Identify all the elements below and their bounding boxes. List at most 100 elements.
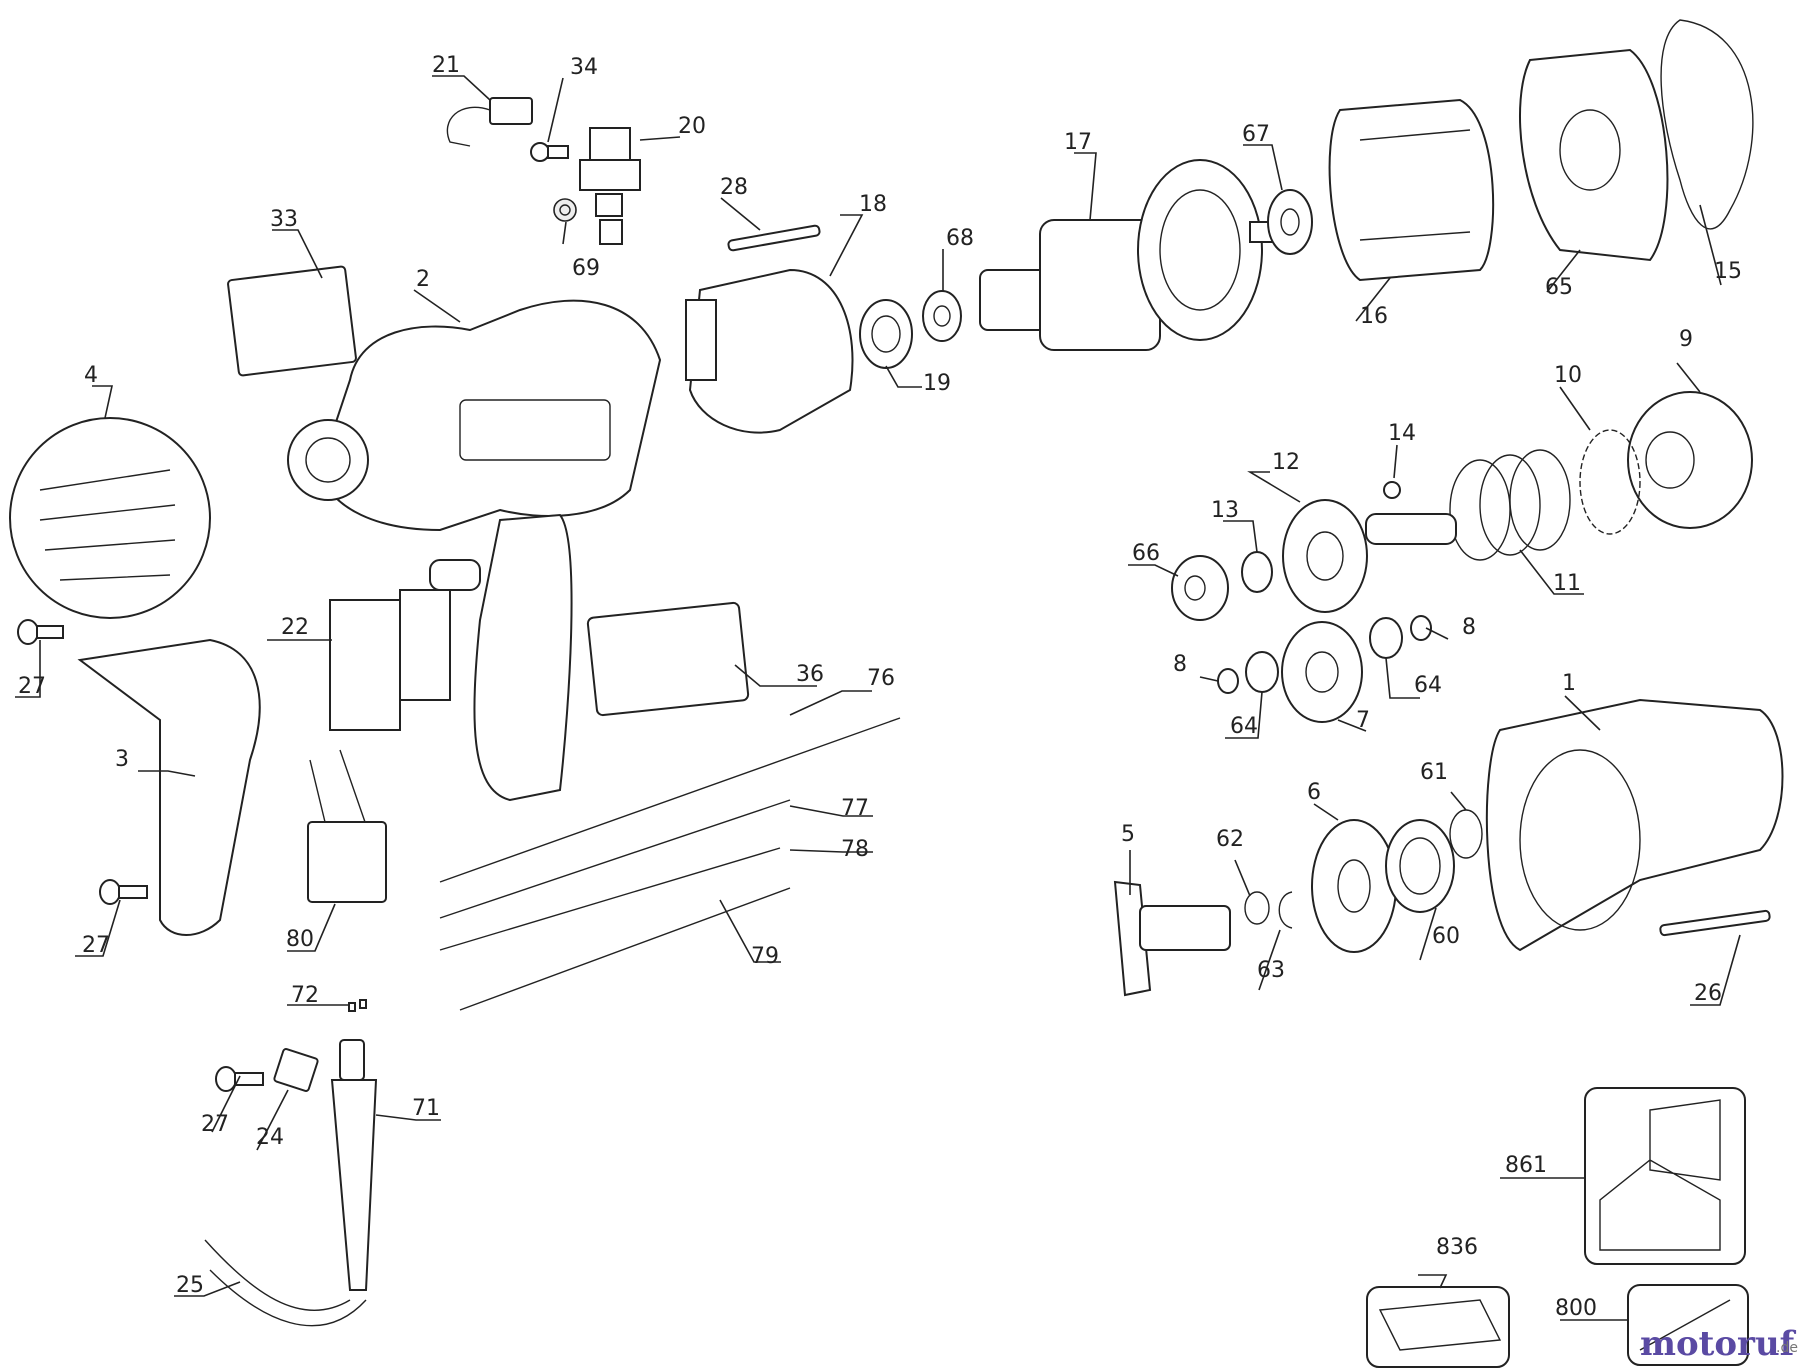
callout-4: 4 [84,363,98,388]
callout-19: 19 [923,371,951,396]
part-10-balls [1579,429,1641,535]
callout-22: 22 [281,615,309,640]
part-18-field [685,268,854,434]
callout-10: 10 [1554,363,1582,388]
callout-28: 28 [720,175,748,200]
part-3-handle [77,638,261,936]
part-80-capacitor [307,749,387,903]
callout-3: 3 [115,747,129,772]
callout-62: 62 [1216,827,1244,852]
callout-76: 76 [867,666,895,691]
part-36-label [586,601,750,717]
part-8-washer-b [1410,615,1432,641]
callout-800: 800 [1555,1296,1597,1321]
part-2-housing [287,299,662,802]
part-17-armature [979,159,1281,351]
callout-64-a: 64 [1414,673,1442,698]
part-63-retaining-ring [1278,891,1293,929]
callout-27-a: 27 [18,674,46,699]
part-9-hammer [1627,391,1753,529]
part-26-bolt [1659,909,1771,937]
part-5-anvil [1113,880,1231,997]
callout-5: 5 [1121,822,1135,847]
part-27-screw-b [99,879,148,905]
callout-69: 69 [572,256,600,281]
callout-78: 78 [841,837,869,862]
callout-66: 66 [1132,541,1160,566]
part-8-washer-a [1217,668,1239,694]
callout-33: 33 [270,207,298,232]
callout-80: 80 [286,927,314,952]
part-6-washer [1311,819,1397,953]
callout-12: 12 [1272,450,1300,475]
part-25-cord [204,1239,367,1327]
part-67-washer [1267,189,1313,255]
part-76-79-wires [439,717,901,1011]
callout-14: 14 [1388,421,1416,446]
callout-18: 18 [859,192,887,217]
part-20-brush-holder [579,127,641,245]
callout-65: 65 [1545,275,1573,300]
watermark-logo: motoruf .de [1640,1324,1798,1364]
part-71-strain-relief [330,1039,378,1291]
callout-6: 6 [1307,780,1321,805]
callout-15: 15 [1714,259,1742,284]
watermark-brand: motoruf [1640,1324,1797,1364]
part-27-screw-a [17,619,64,645]
callout-60: 60 [1432,924,1460,949]
callout-21: 21 [432,53,460,78]
part-64-bushing-a [1245,651,1279,693]
callout-13: 13 [1211,498,1239,523]
callout-68: 68 [946,226,974,251]
callout-34: 34 [570,55,598,80]
callout-64-b: 64 [1230,714,1258,739]
callout-26: 26 [1694,981,1722,1006]
callout-24: 24 [256,1125,284,1150]
callout-8-b: 8 [1173,652,1187,677]
callout-61: 61 [1420,760,1448,785]
callout-72: 72 [291,983,319,1008]
part-16-baffle [1328,98,1495,282]
part-60-bushing [1385,819,1455,913]
callout-2: 2 [416,267,430,292]
callout-16: 16 [1360,304,1388,329]
part-4-rear-cover [9,417,211,619]
part-62-o-ring [1244,891,1270,925]
part-836-insert-box [1366,1286,1510,1368]
callout-20: 20 [678,114,706,139]
part-33-label [227,265,357,377]
part-800-accessory-box [1627,1284,1749,1366]
part-64-bushing-b [1369,617,1403,659]
part-66-bushing [1171,555,1229,621]
part-861-case-box [1584,1087,1746,1265]
callout-7: 7 [1356,708,1370,733]
part-22-switch [329,559,481,731]
part-13-washer [1241,551,1273,593]
part-12-spindle [1282,499,1457,613]
part-14-ball [1383,481,1401,499]
callout-leaders [15,75,1741,1321]
callout-67: 67 [1242,122,1270,147]
part-34-screw [530,142,569,162]
callout-36: 36 [796,662,824,687]
part-19-bearing [859,299,913,369]
part-69-spring [553,198,577,222]
part-27-screw-c [215,1066,264,1092]
callout-861: 861 [1505,1153,1547,1178]
callout-8-a: 8 [1462,615,1476,640]
part-15-gasket [1660,19,1754,230]
callout-63: 63 [1257,958,1285,983]
part-11-spring [1449,449,1571,561]
callout-25: 25 [176,1273,204,1298]
callout-1: 1 [1562,671,1576,696]
callout-79: 79 [751,944,779,969]
part-68-washer [922,290,962,342]
part-28-pin [727,224,821,252]
callout-labels: 21 34 20 69 33 2 28 18 68 19 17 67 16 65… [18,53,1742,1321]
part-61-o-ring [1449,809,1483,859]
part-7-bearing [1281,621,1363,723]
callout-77: 77 [841,796,869,821]
callout-836: 836 [1436,1235,1478,1260]
part-24-clamp [273,1048,319,1092]
